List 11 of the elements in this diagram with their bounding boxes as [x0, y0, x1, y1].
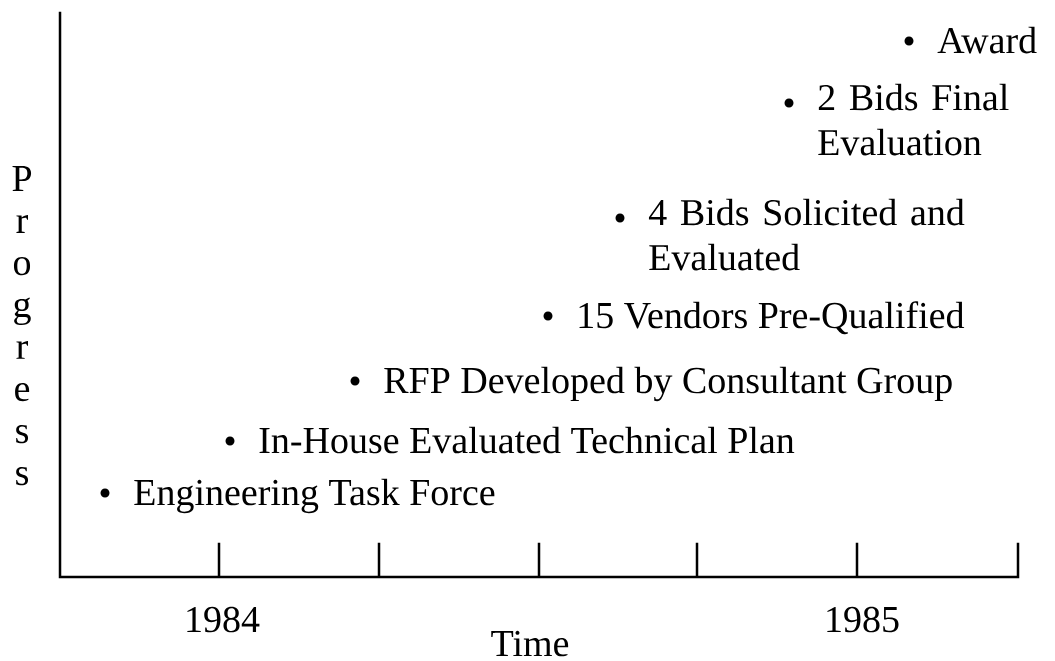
milestone-text: 15 Vendors Pre-Qualified — [579, 301, 965, 335]
axis-title: Progress — [12, 166, 32, 486]
milestone-text: Engineering Task Force — [134, 478, 495, 514]
milestone-text: In-House Evaluated Technical Plan — [259, 426, 795, 454]
axis-label: 1985 — [827, 606, 899, 633]
milestone-text: RFP Developed by Consultant Group — [384, 366, 952, 402]
milestone-text: Award — [937, 26, 1037, 54]
milestone-text: 4 Bids Solicited and Evaluated — [648, 198, 965, 271]
axis-label: 1984 — [187, 606, 260, 633]
milestone-text: 2 Bids Final Evaluation — [818, 83, 1009, 156]
axis-label: Time — [491, 630, 569, 657]
